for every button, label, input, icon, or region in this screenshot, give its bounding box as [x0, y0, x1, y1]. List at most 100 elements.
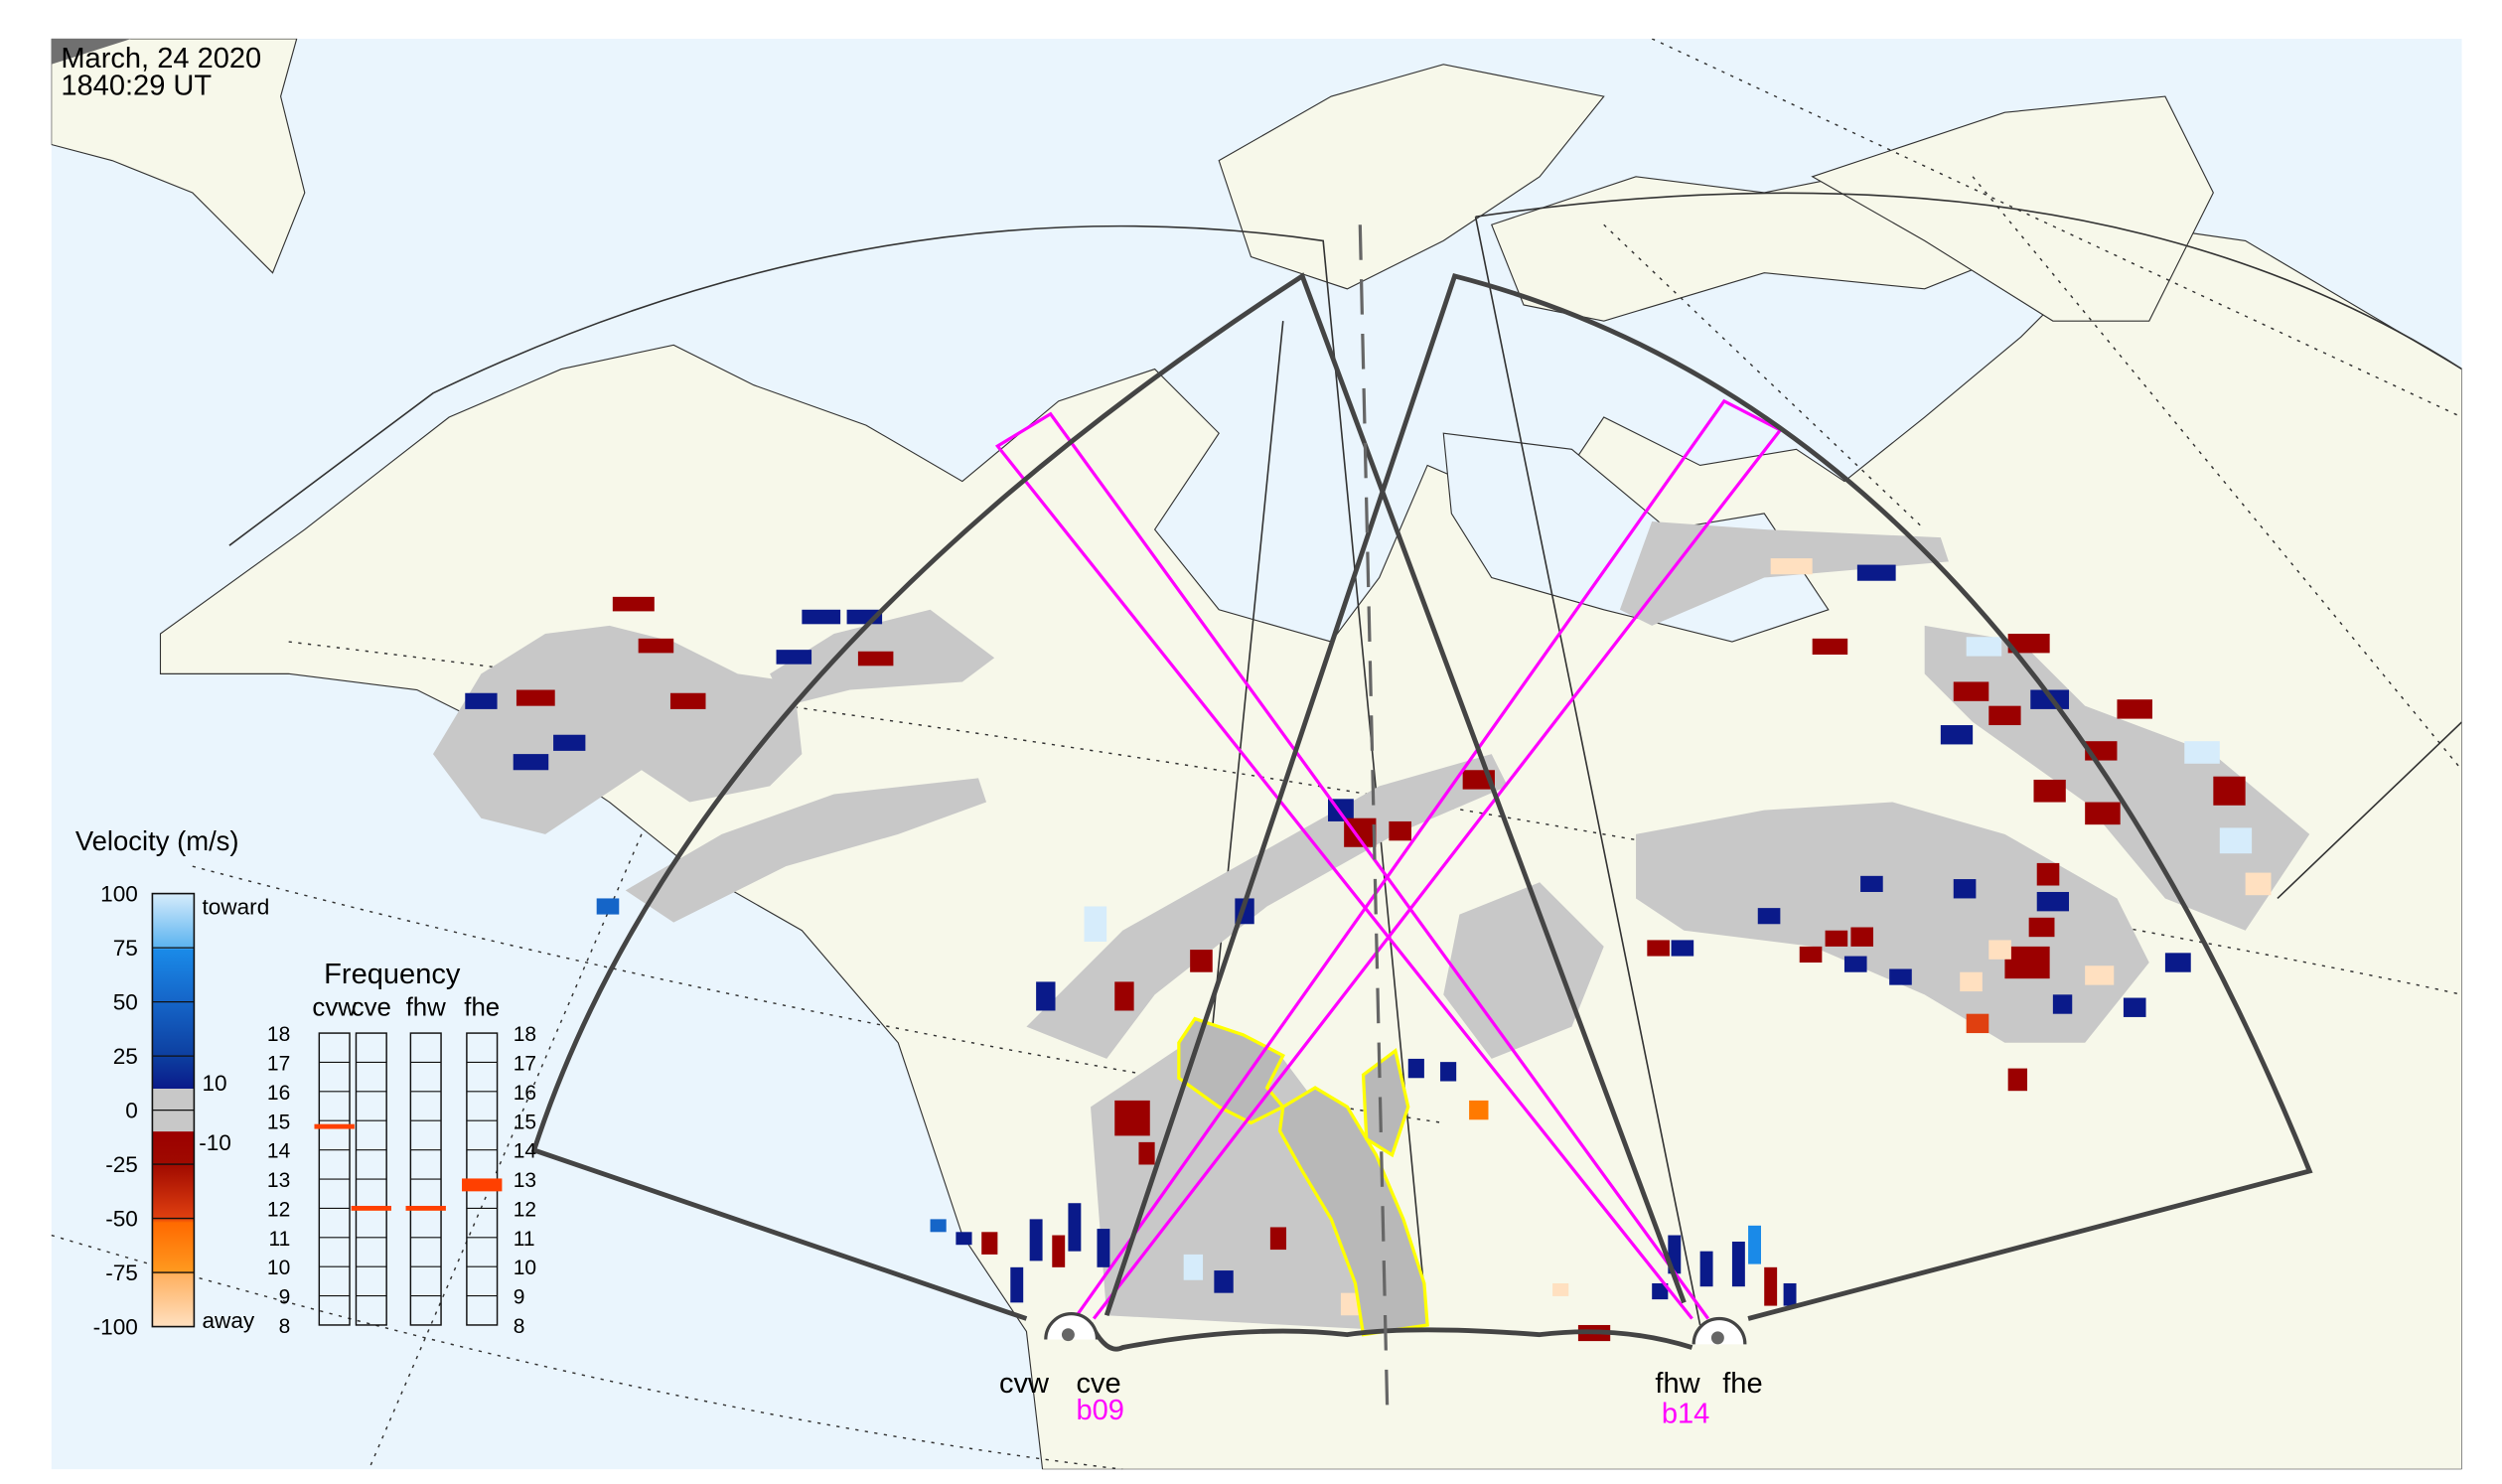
scatter-cell — [1097, 1229, 1110, 1267]
ground-scatter-patch — [1924, 625, 2310, 931]
scatter-cell — [1183, 1254, 1204, 1280]
velocity-legend-title: Velocity (m/s) — [75, 825, 239, 856]
date-label: March, 24 2020 — [61, 43, 261, 74]
siberia — [51, 38, 306, 274]
scatter-cell — [1440, 1062, 1457, 1082]
frequency-tick-left: 8 — [279, 1315, 291, 1338]
scatter-cell — [1812, 638, 1848, 655]
velocity-tick-label: -100 — [93, 1315, 138, 1340]
scatter-cell — [1731, 1241, 1745, 1287]
fov-outlines — [530, 272, 2313, 1352]
scatter-cell — [1988, 940, 2011, 960]
scatter-cell — [1770, 558, 1813, 575]
fov-bottom — [1088, 1322, 1693, 1352]
scatter-cell — [1748, 1225, 1761, 1264]
scatter-cell — [2052, 994, 2073, 1014]
scatter-cell — [1850, 927, 1874, 947]
scatter-cell — [1856, 564, 1896, 581]
velocity-tick-label: -75 — [105, 1261, 138, 1285]
scatter-cell — [2085, 802, 2121, 825]
frequency-tick-right: 11 — [514, 1228, 535, 1251]
scatter-cell — [553, 734, 586, 751]
scatter-cell — [2184, 741, 2220, 764]
scatter-cell — [1552, 1282, 1569, 1296]
scatter-cells — [432, 520, 2310, 1342]
scatter-cell — [2164, 953, 2191, 972]
scatter-cell — [1966, 637, 2002, 657]
scatter-cell — [1825, 930, 1848, 947]
velocity-tick-label: 100 — [100, 882, 138, 907]
frequency-marker-fhw — [405, 1205, 446, 1211]
frequency-marker-fhe — [462, 1178, 503, 1192]
site-label-cve: cve — [1076, 1368, 1120, 1400]
ground-scatter-patch — [1443, 882, 1604, 1059]
fov-fh — [1104, 273, 2313, 1321]
site-label-cvw: cvw — [999, 1368, 1050, 1400]
scatter-cell — [1988, 705, 2021, 726]
frequency-tick-left: 10 — [267, 1257, 290, 1279]
scatter-cell — [1647, 940, 1670, 957]
scatter-cell — [2219, 827, 2253, 854]
toward-label: toward — [202, 895, 269, 920]
scatter-cell — [1190, 950, 1213, 972]
frequency-radar-label: fhw — [406, 993, 447, 1021]
scatter-cell — [776, 650, 812, 665]
scatter-cell — [1764, 1266, 1778, 1306]
velocity-tick-label: 75 — [113, 936, 138, 961]
scatter-cell — [465, 692, 498, 709]
scatter-cell — [1084, 906, 1107, 943]
scatter-cell — [802, 609, 841, 625]
map-area: cvw cve b09 fhw fhe b14 March, 24 2020 1… — [51, 38, 2462, 1470]
scatter-cell — [1269, 1227, 1287, 1251]
scatter-cell — [1953, 681, 1989, 701]
scatter-cell — [596, 898, 620, 915]
scatter-cell — [1843, 956, 1867, 972]
scatter-cell — [2085, 965, 2115, 985]
scatter-cell — [2245, 872, 2272, 896]
scatter-cell — [981, 1232, 998, 1255]
ground-scatter-patch — [625, 778, 987, 923]
site-label-fhw: fhw — [1655, 1368, 1700, 1400]
frequency-tick-left: 15 — [267, 1111, 290, 1133]
ground-scatter-patch — [1636, 802, 2149, 1043]
frequency-tick-left: 18 — [267, 1023, 290, 1046]
scatter-cell — [1036, 981, 1056, 1011]
highlight-region — [1277, 1086, 1429, 1337]
frequency-tick-right: 16 — [514, 1082, 536, 1105]
frequency-tick-right: 13 — [514, 1169, 536, 1192]
frequency-tick-left: 16 — [267, 1082, 290, 1105]
scatter-cell — [513, 754, 549, 771]
scatter-cell — [1783, 1282, 1797, 1306]
scatter-cell — [1940, 725, 1974, 745]
scatter-cell — [1860, 875, 1883, 892]
fh-site-marker — [1710, 1331, 1724, 1345]
frequency-tick-left: 17 — [267, 1053, 290, 1076]
scatter-cell — [2117, 699, 2152, 719]
velocity-tick-label: -50 — [105, 1207, 138, 1232]
frequency-tick-right: 10 — [514, 1257, 536, 1279]
beam-label-b09: b09 — [1076, 1395, 1123, 1426]
scatter-cell — [1029, 1219, 1043, 1261]
scatter-cell — [1699, 1251, 1713, 1287]
scatter-cell — [1671, 940, 1694, 957]
scatter-cell — [1889, 968, 1912, 985]
scatter-cell — [1340, 1292, 1361, 1316]
time-label: 1840:29 UT — [61, 70, 212, 101]
cv-site-marker — [1061, 1328, 1075, 1342]
scatter-cell — [2007, 1068, 2028, 1092]
scatter-cell — [2028, 917, 2055, 938]
scatter-cell — [930, 1219, 947, 1233]
gs-upper-label: 10 — [202, 1071, 226, 1096]
frequency-tick-left: 11 — [268, 1228, 290, 1251]
scatter-cell — [2007, 634, 2050, 654]
velocity-tick-label: 0 — [125, 1099, 138, 1123]
scatter-cell — [1652, 1282, 1669, 1300]
highlight-region — [1361, 1048, 1410, 1158]
scatter-cell — [1114, 1100, 1150, 1136]
scatter-cell — [2033, 779, 2066, 803]
scatter-cell — [1799, 946, 1823, 964]
scatter-cell — [2123, 997, 2146, 1017]
